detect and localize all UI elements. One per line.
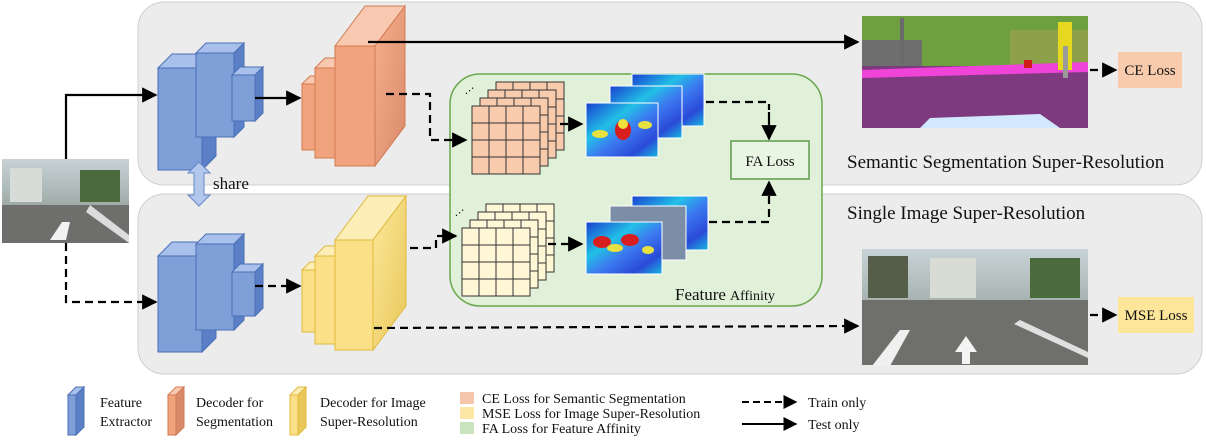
legend-train-only: Train only: [808, 396, 866, 411]
grid-cell: [505, 105, 524, 124]
share-arrow: [186, 161, 212, 207]
grid-cell: [471, 122, 490, 141]
grid-cell: [495, 261, 514, 280]
sr-output-image: [862, 249, 1088, 366]
grid-cell: [478, 227, 497, 246]
feature-extractor-top: [156, 41, 265, 172]
legend-fa-swatch: [460, 422, 474, 434]
legend-decoder-image-sr: Decoder for Image Super-Resolution: [320, 396, 429, 430]
grid-cell: [461, 261, 480, 280]
legend-feature-extractor-icon: [66, 385, 86, 437]
feature-extractor-bottom: [156, 232, 265, 354]
test-arrows: [64, 34, 860, 159]
grid-cell: [471, 105, 490, 124]
grid-cell: [522, 122, 541, 141]
grid-cell: [461, 278, 480, 297]
legend-decoder-segmentation: Decoder for Segmentation: [196, 396, 273, 430]
grid-cell: [488, 156, 507, 175]
grid-cell: [495, 244, 514, 263]
ce-loss-box: [1118, 52, 1182, 88]
input-image: [2, 159, 129, 243]
legend-decoder-sr-icon: [288, 385, 308, 437]
grid-cell: [478, 278, 497, 297]
grid-cell: [478, 244, 497, 263]
decoder-image-sr: [300, 194, 407, 352]
grid-cell: [512, 261, 531, 280]
grid-cell: [495, 278, 514, 297]
fa-loss-box: [730, 140, 810, 180]
decoder-segmentation: [300, 4, 406, 168]
legend-feature-extractor: Feature Extractor: [100, 396, 152, 430]
affinity-grid-top: ···: [460, 81, 565, 175]
grid-cell: [488, 105, 507, 124]
segmentation-output-image: [862, 16, 1088, 128]
affinity-heatmaps-top: [585, 73, 705, 158]
grid-cell: [471, 156, 490, 175]
train-arrows: [64, 62, 1118, 334]
legend-decoder-seg-icon: [166, 385, 186, 437]
grid-cell: [471, 139, 490, 158]
legend-ce-swatch: [460, 392, 474, 404]
affinity-heatmaps-bottom: [585, 195, 709, 275]
sisr-panel-title: Single Image Super-Resolution: [847, 203, 1086, 224]
grid-cell: [512, 244, 531, 263]
ce-loss-label: CE Loss: [1124, 63, 1175, 79]
grid-cell: [512, 278, 531, 297]
share-label: share: [213, 174, 249, 193]
grid-cell: [522, 156, 541, 175]
grid-cell: [461, 227, 480, 246]
legend-mse-swatch: [460, 407, 474, 419]
semantic-panel-title: Semantic Segmentation Super-Resolution: [847, 152, 1165, 173]
grid-cell: [505, 156, 524, 175]
affinity-grid-bottom: ···: [450, 203, 555, 297]
grid-cell: [488, 139, 507, 158]
mse-loss-box: [1118, 297, 1194, 333]
grid-cell: [478, 261, 497, 280]
legend-fa-loss: FA Loss for Feature Affinity: [482, 422, 641, 437]
grid-cell: [522, 139, 541, 158]
grid-cell: [522, 105, 541, 124]
mse-loss-label: MSE Loss: [1125, 308, 1188, 324]
legend-ce-loss: CE Loss for Semantic Segmentation: [482, 392, 686, 407]
legend: Feature Extractor Decoder for Segmentati…: [66, 385, 866, 437]
grid-cell: [512, 227, 531, 246]
legend-test-only: Test only: [808, 418, 860, 433]
grid-cell: [461, 244, 480, 263]
grid-cell: [505, 139, 524, 158]
grid-cell: [495, 227, 514, 246]
legend-mse-loss: MSE Loss for Image Super-Resolution: [482, 407, 700, 422]
fa-loss-label: FA Loss: [745, 154, 794, 170]
grid-cell: [505, 122, 524, 141]
grid-cell: [488, 122, 507, 141]
